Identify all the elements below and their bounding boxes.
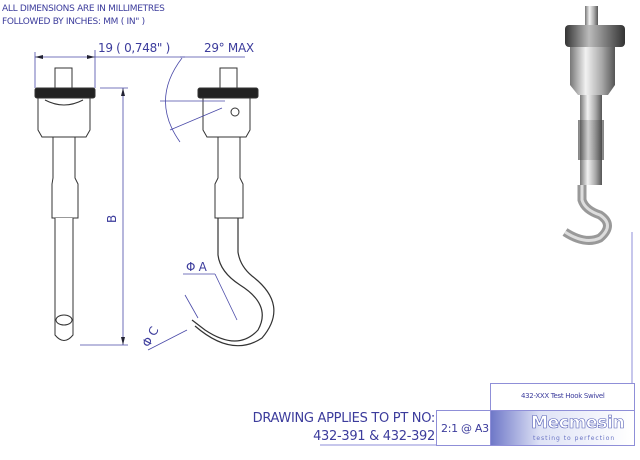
side-pivot <box>230 107 240 117</box>
angle-dimension: 29° MAX <box>204 41 254 55</box>
front-collar <box>37 97 91 138</box>
front-view <box>34 67 96 341</box>
scale-cell: 2:1 @ A3 <box>436 410 491 446</box>
title-block-lines <box>320 232 633 446</box>
front-rod-end <box>55 314 73 326</box>
side-pin <box>219 67 238 89</box>
side-collar <box>202 97 251 138</box>
side-view <box>191 67 275 347</box>
hook-inner <box>194 218 275 347</box>
applies-label: DRAWING APPLIES TO PT NO: <box>252 411 436 426</box>
length-dimension: B <box>104 215 119 223</box>
mecmesin-logo: Mecmesin <box>531 413 625 434</box>
front-knurled-nut <box>34 87 96 99</box>
width-dimension: 19 ( 0,748" ) <box>98 41 171 55</box>
front-rod <box>54 218 74 341</box>
logo-cell: Mecmesin testing to perfection <box>490 410 635 446</box>
logo-background <box>491 411 631 445</box>
arrowheads <box>35 55 125 345</box>
hook-diameter-dimension: Φ A <box>186 260 207 274</box>
dimension-lines <box>34 50 245 351</box>
side-knurled-nut <box>197 87 259 99</box>
front-pin <box>54 67 73 89</box>
hook-outer <box>191 218 263 342</box>
units-note-2: FOLLOWED BY INCHES: MM ( IN" ) <box>2 17 145 27</box>
front-shaft <box>51 136 79 219</box>
drawing-title: 432-XXX Test Hook Swivel <box>521 392 605 400</box>
part-numbers: 432-391 & 432-392 <box>313 429 435 444</box>
logo-tagline: testing to perfection <box>533 435 616 442</box>
scale: 2:1 @ A3 <box>441 422 489 435</box>
title-cell: 432-XXX Test Hook Swivel <box>490 383 635 411</box>
render-3d <box>562 6 625 245</box>
side-shaft <box>214 136 244 219</box>
units-note-1: ALL DIMENSIONS ARE IN MILLIMETRES <box>2 4 165 14</box>
